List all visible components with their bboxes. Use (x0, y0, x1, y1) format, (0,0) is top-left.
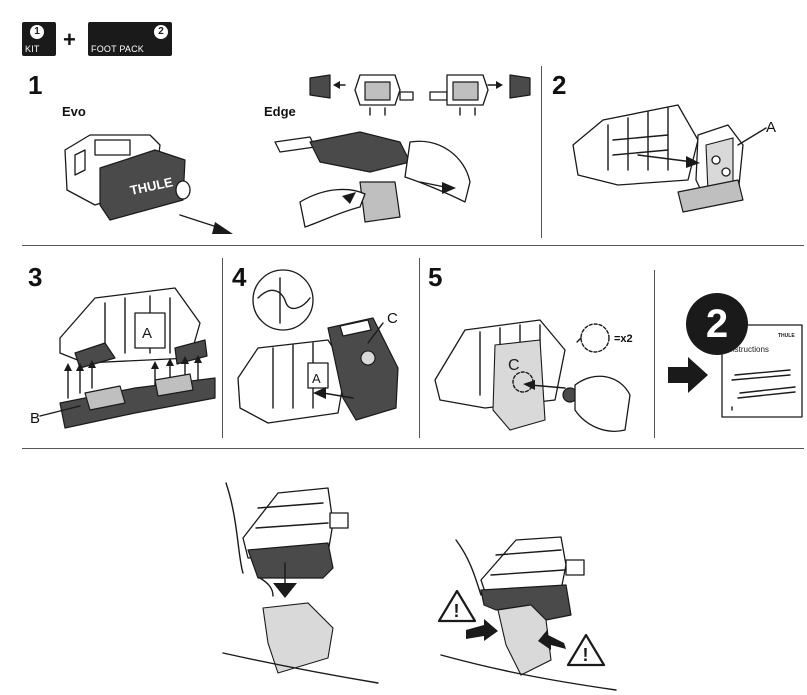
step-5-number: 5 (428, 262, 443, 292)
divider-step1-step2 (541, 66, 542, 238)
bottom-left-illustration (222, 482, 379, 684)
step5-illustration: C (434, 319, 631, 432)
divider-step4-step5 (419, 258, 420, 438)
step-4-number: 4 (232, 262, 247, 292)
step1-edge-hands-illustration (274, 131, 471, 228)
warning-icon: ! (437, 589, 477, 623)
step3-illustration: A (39, 287, 216, 429)
doc-brand: THULE (778, 333, 795, 339)
callout-a: A (766, 119, 777, 136)
evo-label: Evo (62, 104, 86, 119)
kit-badge: 1 KIT (22, 22, 56, 56)
step4-illustration: A (237, 269, 399, 424)
kit-badge-number: 1 (30, 25, 44, 39)
step-1-number: 1 (28, 70, 43, 100)
bottom-right-illustration (440, 536, 617, 691)
callout-c: C (387, 310, 398, 327)
edge-label: Edge (264, 104, 296, 119)
next-step-badge: 2 (686, 293, 748, 355)
footpack-badge-label: FOOT PACK (91, 44, 144, 54)
step1-evo-illustration: THULE (64, 134, 233, 234)
kit-badge-label: KIT (25, 44, 40, 54)
step1-edge-parts-illustration (309, 74, 531, 116)
warning-symbol-1: ! (454, 601, 460, 621)
doc-title: Instructions (728, 345, 769, 354)
divider-row2 (22, 448, 804, 449)
step4-part-letter: A (312, 371, 321, 386)
warning-symbol-2: ! (583, 645, 589, 665)
next-step-number: 2 (705, 302, 729, 346)
warning-icon: ! (566, 633, 606, 667)
footpack-badge-number: 2 (154, 25, 168, 39)
divider-row1 (22, 245, 804, 246)
callout-b: B (30, 410, 41, 427)
divider-step3-step4 (222, 258, 223, 438)
step-2-number: 2 (552, 70, 567, 100)
footpack-badge: 2 FOOT PACK (88, 22, 172, 56)
step3-part-letter: A (142, 325, 152, 342)
plus-sign: + (63, 27, 76, 52)
step5-part-letter: C (508, 357, 520, 374)
divider-step5-next (654, 270, 655, 438)
step2-illustration (572, 104, 767, 213)
step-3-number: 3 (28, 262, 43, 292)
repeat-text: =x2 (614, 333, 633, 345)
